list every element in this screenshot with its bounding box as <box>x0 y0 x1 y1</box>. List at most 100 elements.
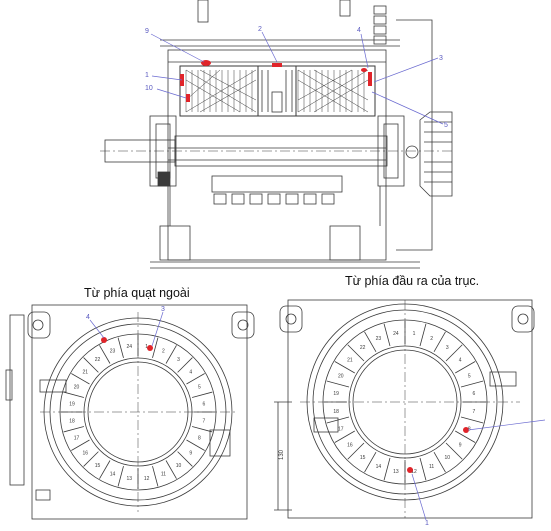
right-slot-divider <box>460 380 484 388</box>
left-slot-label: 3 <box>177 357 180 363</box>
dimension-label: 130 <box>279 449 285 460</box>
left-slot-divider <box>177 357 193 373</box>
left-slot-label: 14 <box>110 471 116 477</box>
left-slot-label: 12 <box>144 476 150 482</box>
shaft <box>100 135 455 167</box>
right-slot-label: 9 <box>459 442 462 448</box>
left-slot-label: 9 <box>189 450 192 456</box>
right-slot-divider <box>433 452 446 473</box>
right-slot-divider <box>419 457 427 481</box>
left-slot-label: 1 <box>145 344 148 350</box>
right-slot-divider <box>347 344 365 362</box>
left-slot-divider <box>63 426 85 433</box>
left-callout-4: 4 <box>86 314 90 321</box>
left-view-leaders <box>89 311 164 347</box>
stator-winding-left <box>185 69 257 113</box>
right-slot-divider <box>364 452 377 473</box>
left-slot-label: 22 <box>95 357 101 363</box>
left-slot-divider <box>152 337 159 359</box>
right-slot-divider <box>445 442 463 460</box>
right-slot-divider <box>455 361 476 374</box>
left-slot-divider <box>99 345 111 364</box>
left-slot-divider <box>165 345 177 364</box>
caption-shaft-side: Từ phía đầu ra của trục. <box>345 274 480 288</box>
callout-3: 3 <box>439 55 443 62</box>
left-slot-label: 2 <box>162 349 165 355</box>
callout-numbers: 9 2 4 3 1 10 5 4 3 1 <box>86 26 448 527</box>
top-callout-leaders <box>150 31 444 125</box>
right-slot-label: 2 <box>430 336 433 342</box>
right-slot-divider <box>326 416 350 424</box>
bearing-left <box>149 115 177 187</box>
right-slot-label: 5 <box>468 373 471 379</box>
right-slot-divider <box>364 331 377 352</box>
left-slot-divider <box>83 451 99 467</box>
left-slot-label: 20 <box>74 385 80 391</box>
right-slot-label: 3 <box>446 345 449 351</box>
left-slot-label: 24 <box>127 344 133 350</box>
left-slot-label: 13 <box>127 476 133 482</box>
left-slot-divider <box>191 391 213 398</box>
left-slot-label: 16 <box>82 450 88 456</box>
callout-2: 2 <box>258 26 262 33</box>
right-slot-divider <box>433 331 446 352</box>
right-slot-label: 24 <box>393 331 399 337</box>
right-slot-divider <box>419 323 427 347</box>
left-slot-label: 10 <box>176 463 182 469</box>
right-slot-divider <box>334 361 355 374</box>
right-slot-label: 1 <box>413 331 416 337</box>
left-slot-divider <box>177 451 193 467</box>
left-slot-divider <box>117 465 124 487</box>
callout-9: 9 <box>145 28 149 35</box>
motor-feet <box>150 186 420 269</box>
left-slot-label: 5 <box>198 385 201 391</box>
left-slot-divider <box>83 357 99 373</box>
cable-bundle <box>373 5 387 45</box>
right-slot-label: 15 <box>360 455 366 461</box>
right-slot-label: 16 <box>347 442 353 448</box>
callout-10: 10 <box>145 85 153 92</box>
left-slot-divider <box>165 460 177 479</box>
left-slot-label: 11 <box>161 471 166 477</box>
right-slot-label: 11 <box>429 464 434 470</box>
right-slot-label: 7 <box>473 409 476 415</box>
right-slot-divider <box>347 442 365 460</box>
left-slot-divider <box>191 426 213 433</box>
left-slot-divider <box>152 465 159 487</box>
right-view-leaders <box>411 419 546 521</box>
right-slot-label: 13 <box>393 469 399 475</box>
left-slot-label: 23 <box>110 349 116 355</box>
right-slot-divider <box>334 430 355 443</box>
left-slot-label: 4 <box>189 370 192 376</box>
right-slot-label: 22 <box>360 345 366 351</box>
right-slot-label: 14 <box>376 464 382 470</box>
right-callout-1: 1 <box>425 520 429 526</box>
right-slot-label: 4 <box>459 358 462 364</box>
callout-5: 5 <box>444 122 448 129</box>
right-slot-divider <box>326 380 350 388</box>
right-slot-label: 18 <box>333 409 339 415</box>
right-view-markers <box>407 427 469 473</box>
left-slot-label: 21 <box>82 370 88 376</box>
right-slot-label: 17 <box>338 427 344 433</box>
caption-fan-side: Từ phía quạt ngoài <box>84 286 190 300</box>
left-slot-label: 8 <box>198 435 201 441</box>
right-slot-divider <box>445 344 463 362</box>
left-slot-divider <box>71 439 90 451</box>
left-slot-divider <box>99 460 111 479</box>
right-slot-label: 10 <box>445 455 451 461</box>
right-slot-label: 12 <box>411 469 417 475</box>
left-slot-divider <box>186 373 205 385</box>
right-slot-divider <box>460 416 484 424</box>
left-slot-divider <box>71 373 90 385</box>
left-view-markers <box>101 337 153 351</box>
right-slot-label: 23 <box>376 336 382 342</box>
left-slot-divider <box>63 391 85 398</box>
left-slot-label: 7 <box>203 419 206 425</box>
terminal-row <box>211 175 343 205</box>
